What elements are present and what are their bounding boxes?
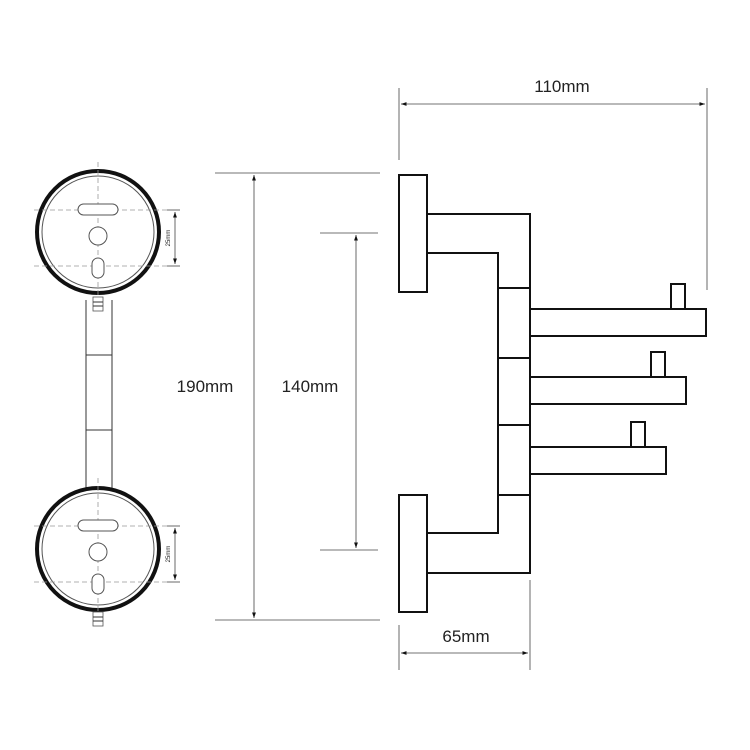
swivel-arm-1 [529, 283, 707, 337]
side-view [398, 174, 707, 613]
front-view-rod [85, 300, 113, 490]
pivot-column [497, 287, 531, 496]
overall-width-label: 110mm [534, 77, 589, 96]
top-rosette [34, 162, 170, 312]
top-hole-spacing-label: 25mm [166, 230, 172, 247]
bottom-hole-spacing-label: 25mm [166, 546, 172, 563]
arm-1-end-stop [670, 283, 686, 310]
arm-3-end-stop [630, 421, 646, 448]
wall-depth-dimension: 65mm [398, 580, 531, 670]
arm-spacing-label: 140mm [282, 377, 339, 396]
swivel-arm-2 [529, 351, 687, 405]
top-hole-spacing-dimension: 25mm [166, 209, 180, 267]
overall-height-dimension: 190mm [177, 172, 380, 621]
swivel-arm-3 [529, 421, 667, 475]
wall-depth-label: 65mm [442, 627, 489, 646]
bottom-wall-plate [398, 494, 428, 613]
bottom-rosette [34, 478, 170, 627]
top-bracket [426, 213, 531, 289]
bottom-bracket [426, 494, 531, 574]
bottom-hole-spacing-dimension: 25mm [166, 525, 180, 583]
overall-height-label: 190mm [177, 377, 234, 396]
front-view: 25mm 25mm [34, 162, 180, 627]
overall-width-dimension: 110mm [398, 77, 708, 290]
arm-2-end-stop [650, 351, 666, 378]
top-wall-plate [398, 174, 428, 293]
arm-spacing-dimension: 140mm [282, 232, 378, 551]
